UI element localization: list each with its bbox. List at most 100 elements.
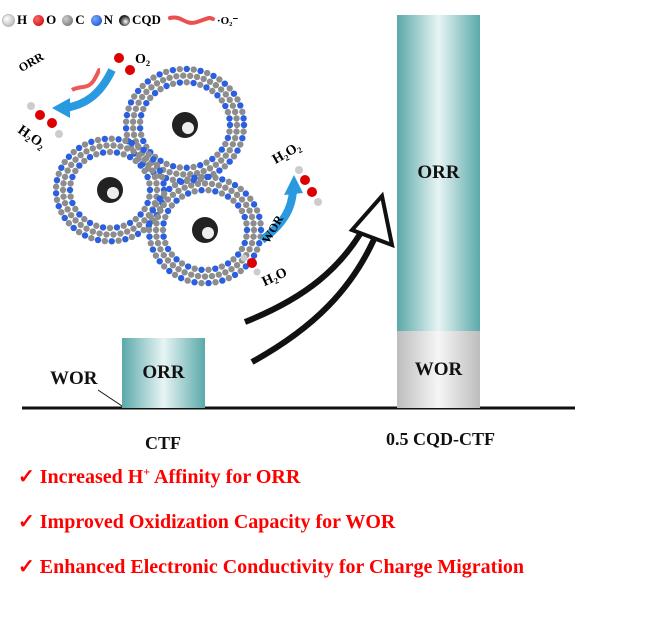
atom [110, 142, 117, 149]
atom [208, 180, 216, 188]
atom [181, 269, 188, 276]
atom [67, 180, 74, 187]
atom [156, 71, 163, 78]
atom [160, 251, 167, 259]
ctf-orr-label: ORR [142, 362, 185, 383]
atom [233, 115, 240, 122]
atom [146, 233, 153, 240]
atom [197, 81, 204, 88]
atom [257, 226, 265, 234]
atom [159, 76, 167, 84]
atom [117, 230, 124, 237]
atom [197, 67, 204, 75]
atom [61, 214, 68, 222]
atom [117, 143, 124, 150]
atom [123, 131, 131, 139]
atom [240, 128, 247, 135]
atom [190, 66, 197, 73]
atom [136, 125, 144, 132]
atom [146, 180, 153, 187]
atom [183, 65, 190, 73]
atom [205, 279, 212, 287]
atom [243, 220, 250, 227]
atom [233, 191, 241, 199]
atom [253, 207, 261, 214]
atom [67, 161, 75, 169]
atom [171, 271, 179, 279]
atom [191, 279, 198, 286]
atom [234, 202, 242, 209]
atom [122, 125, 130, 132]
atom [178, 193, 186, 200]
atom [145, 161, 153, 169]
atom [127, 99, 135, 106]
atom [253, 246, 261, 253]
atom [209, 87, 216, 95]
atom [217, 157, 225, 164]
atom [198, 187, 205, 194]
atom [201, 273, 209, 280]
atom [122, 235, 129, 243]
atom [238, 196, 246, 203]
atom [218, 146, 226, 153]
atom [197, 162, 204, 169]
atom [152, 252, 160, 259]
atom [228, 187, 235, 195]
atom [166, 185, 173, 193]
atom [160, 263, 168, 270]
atom [205, 266, 212, 273]
atom [200, 167, 207, 175]
atom [113, 149, 121, 156]
atom [141, 156, 148, 163]
atom [203, 69, 211, 77]
atom [212, 265, 219, 272]
atom [144, 78, 152, 85]
atom [134, 87, 142, 95]
atom [222, 152, 230, 159]
atom [53, 196, 61, 204]
atom [153, 186, 161, 194]
atom [96, 143, 103, 150]
cqd-highlight [107, 187, 119, 199]
hydrogen-ball-icon [2, 13, 15, 27]
atom [72, 217, 79, 224]
atom [166, 267, 173, 275]
arrowhead-icon [348, 191, 395, 249]
atom [222, 102, 229, 110]
atom [187, 182, 195, 189]
legend-o: O [33, 12, 56, 28]
atom [153, 161, 161, 169]
improvement-arrow-icon [250, 223, 383, 365]
atom [230, 197, 237, 204]
atom [237, 102, 244, 109]
atom [243, 201, 250, 209]
atom [137, 131, 145, 138]
atom [169, 66, 177, 74]
atom [208, 272, 216, 280]
atom [214, 92, 221, 99]
atom [224, 193, 232, 200]
atom [194, 272, 202, 280]
atom [52, 190, 60, 197]
atom [77, 151, 84, 159]
atom [154, 213, 162, 221]
atom [215, 271, 223, 278]
atom [137, 112, 145, 119]
atom [215, 182, 223, 189]
atom [141, 167, 148, 175]
atom [206, 165, 214, 172]
atom [89, 145, 97, 152]
atom [88, 234, 95, 242]
nitrogen-ball-icon [90, 14, 102, 26]
atom [168, 202, 176, 209]
atom [130, 111, 138, 119]
atom [60, 180, 67, 187]
atom [129, 125, 137, 132]
atom [183, 79, 190, 86]
ctf-wor-label: WOR [50, 368, 98, 389]
atom [130, 225, 137, 232]
atom [221, 163, 229, 170]
atom [219, 277, 226, 284]
atom [129, 118, 137, 125]
